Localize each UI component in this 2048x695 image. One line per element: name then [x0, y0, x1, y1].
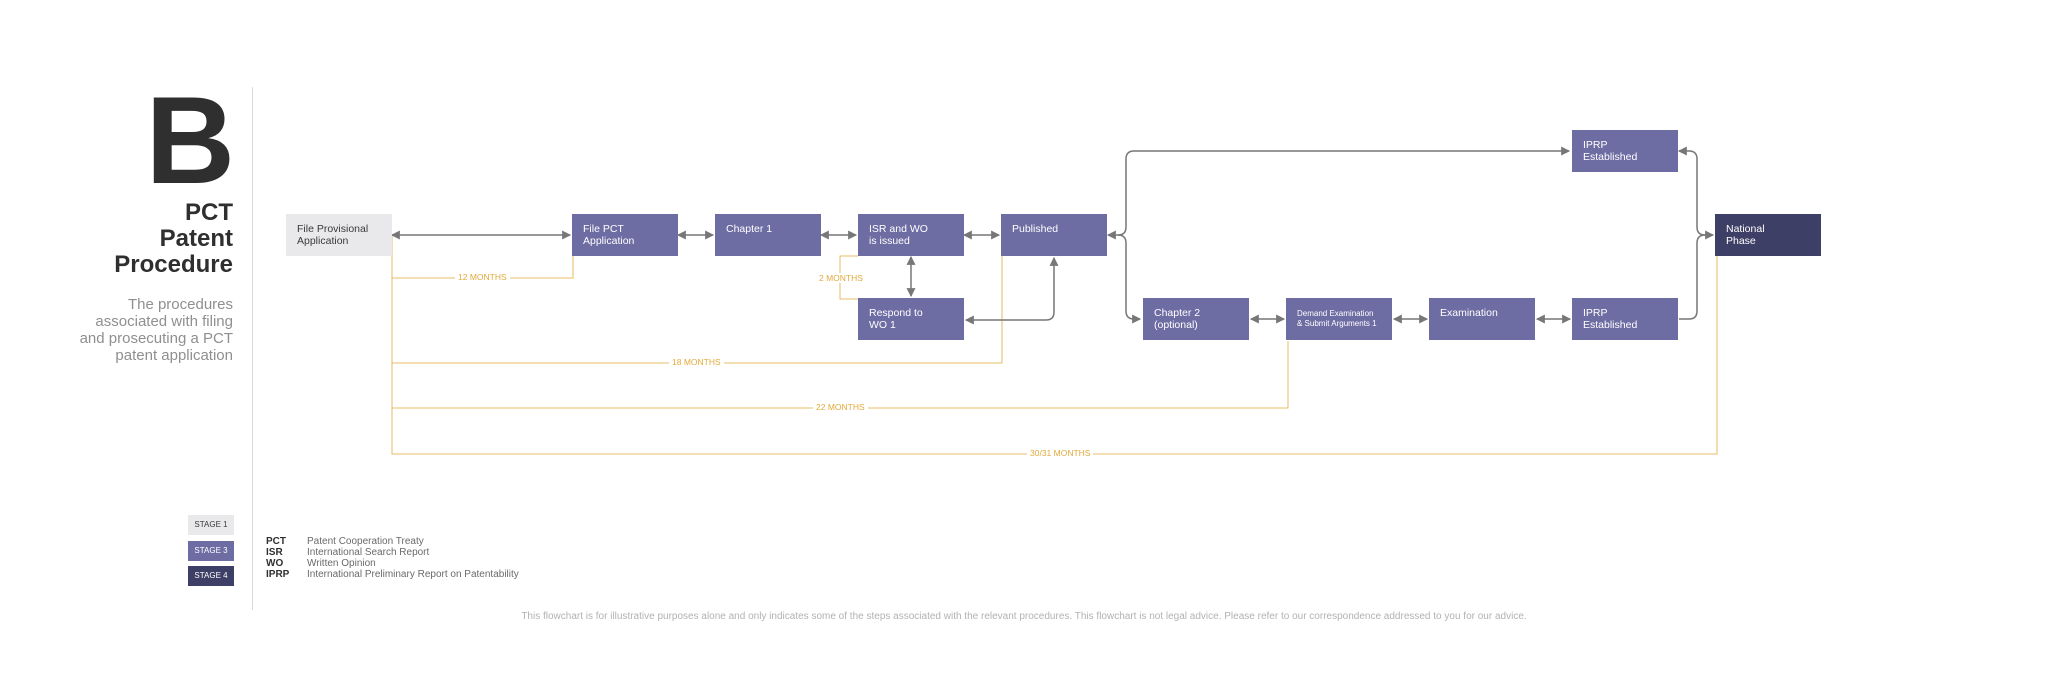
node-label-line: Chapter 2 [1154, 307, 1249, 319]
node-national-phase: National Phase [1715, 214, 1821, 256]
node-label-line: Demand Examination [1297, 309, 1392, 319]
timeline-22-months [392, 341, 1288, 408]
node-respond-to-wo: Respond to WO 1 [858, 298, 964, 340]
timeline-label-30-31-months: 30/31 MONTHS [1027, 448, 1093, 458]
node-label-line: ISR and WO [869, 223, 964, 235]
node-label-line: Established [1583, 151, 1678, 163]
node-isr-and-wo-issued: ISR and WO is issued [858, 214, 964, 256]
node-label-line: IPRP [1583, 139, 1678, 151]
node-label-line: Established [1583, 319, 1678, 331]
node-label-line: (optional) [1154, 319, 1249, 331]
node-label-line: Application [297, 235, 392, 247]
node-label-line: Published [1012, 223, 1107, 235]
legend-stage-1: STAGE 1 [188, 515, 234, 535]
node-published: Published [1001, 214, 1107, 256]
node-label-line: Respond to [869, 307, 964, 319]
timeline-label-12-months: 12 MONTHS [455, 272, 510, 282]
node-file-pct-application: File PCT Application [572, 214, 678, 256]
arrow-published-to-chapter2 [1118, 235, 1140, 319]
node-label-line: National [1726, 223, 1821, 235]
timeline-label-22-months: 22 MONTHS [813, 402, 868, 412]
node-label-line: Phase [1726, 235, 1821, 247]
abbreviation-key: IPRP [266, 569, 307, 580]
abbreviation-row: IPRPInternational Preliminary Report on … [266, 569, 519, 580]
node-chapter-1: Chapter 1 [715, 214, 821, 256]
abbreviation-row: ISRInternational Search Report [266, 547, 519, 558]
node-examination: Examination [1429, 298, 1535, 340]
abbreviation-key: PCT [266, 536, 307, 547]
node-file-provisional-application: File Provisional Application [286, 214, 392, 256]
node-label-line: Examination [1440, 307, 1535, 319]
node-label-line: IPRP [1583, 307, 1678, 319]
node-iprp-established-top: IPRP Established [1572, 130, 1678, 172]
abbreviation-row: PCTPatent Cooperation Treaty [266, 536, 519, 547]
node-demand-examination: Demand Examination & Submit Arguments 1 [1286, 298, 1392, 340]
node-label-line: is issued [869, 235, 964, 247]
node-iprp-established-bottom: IPRP Established [1572, 298, 1678, 340]
node-label-line: WO 1 [869, 319, 964, 331]
disclaimer: This flowchart is for illustrative purpo… [0, 611, 2048, 622]
abbreviation-row: WOWritten Opinion [266, 558, 519, 569]
arrow-published-to-iprp-top [1108, 151, 1569, 235]
abbreviation-list: PCTPatent Cooperation Treaty ISRInternat… [266, 536, 519, 580]
abbreviation-value: International Preliminary Report on Pate… [307, 569, 519, 580]
arrow-iprp-bottom-to-national [1679, 235, 1705, 319]
arrow-iprp-top-to-national [1679, 151, 1713, 235]
abbreviation-value: Patent Cooperation Treaty [307, 536, 424, 547]
legend-stage-4: STAGE 4 [188, 566, 234, 586]
node-label-line: File PCT [583, 223, 678, 235]
node-chapter-2-optional: Chapter 2 (optional) [1143, 298, 1249, 340]
abbreviation-value: International Search Report [307, 547, 429, 558]
timeline-label-2-months: 2 MONTHS [816, 273, 866, 283]
arrow-respond-to-published [966, 258, 1054, 320]
abbreviation-value: Written Opinion [307, 558, 376, 569]
node-label-line: Chapter 1 [726, 223, 821, 235]
abbreviation-key: WO [266, 558, 307, 569]
node-label-line: File Provisional [297, 223, 392, 235]
node-label-line: & Submit Arguments 1 [1297, 319, 1392, 329]
timeline-label-18-months: 18 MONTHS [669, 357, 724, 367]
legend-stage-3: STAGE 3 [188, 541, 234, 561]
node-label-line: Application [583, 235, 678, 247]
abbreviation-key: ISR [266, 547, 307, 558]
